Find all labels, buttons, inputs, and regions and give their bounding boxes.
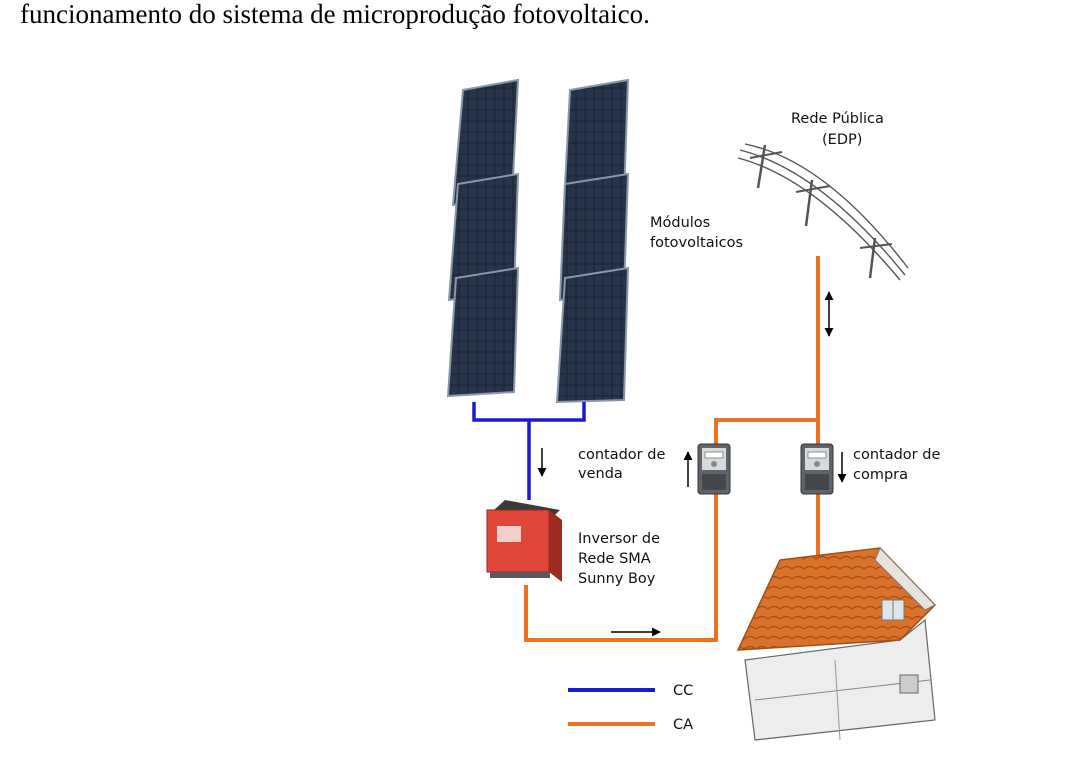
inverter-icon — [486, 500, 562, 582]
meter-icon — [800, 443, 834, 495]
ac-wiring — [524, 256, 820, 642]
dc-wiring — [472, 402, 586, 500]
solar-panel-array — [446, 78, 630, 404]
sell-meter-label-line1: contador de — [578, 447, 665, 463]
inverter-label-line3: Sunny Boy — [578, 571, 656, 587]
inverter-label-line1: Inversor de — [578, 531, 660, 547]
flow-arrows — [537, 291, 847, 637]
buy-meter-label-line2: compra — [853, 467, 908, 483]
buy-meter — [800, 443, 834, 495]
house-icon — [736, 547, 937, 741]
buy-meter-label-line1: contador de — [853, 447, 940, 463]
power-line-icon — [737, 143, 909, 281]
legend: CC CA — [568, 683, 693, 733]
solar-panel-icon — [446, 78, 630, 404]
inverter-label-line2: Rede SMA — [578, 551, 651, 567]
modules-label-line1: Módulos — [650, 215, 710, 231]
caption-text: funcionamento do sistema de micropro­duç… — [20, 0, 650, 29]
meter-icon — [697, 443, 731, 495]
sell-meter — [697, 443, 731, 495]
legend-label-cc: CC — [673, 683, 693, 699]
grid-label-line2: (EDP) — [822, 132, 862, 148]
legend-label-ca: CA — [673, 717, 693, 733]
modules-label-line2: fotovoltaicos — [650, 235, 743, 251]
sell-meter-label-line2: venda — [578, 466, 623, 482]
grid-label-line1: Rede Pública — [791, 111, 884, 127]
